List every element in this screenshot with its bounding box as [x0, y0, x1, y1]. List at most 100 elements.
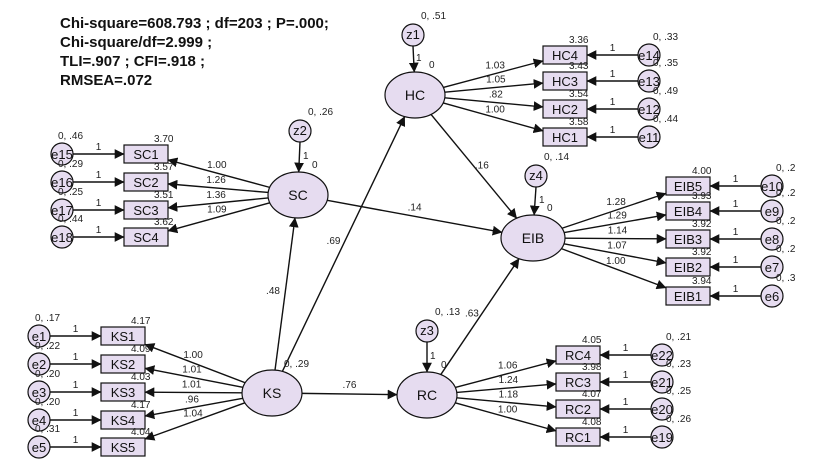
- disturbance-path-label-z1: 1: [416, 53, 422, 64]
- indicator-hc4[interactable]: [542, 45, 588, 65]
- indicator-intercept-ks4: 4.17: [131, 400, 151, 411]
- error-e9[interactable]: [760, 199, 784, 223]
- indicator-label-ks1: KS1: [111, 329, 136, 344]
- error-e7[interactable]: [760, 255, 784, 279]
- indicator-sc1[interactable]: [123, 144, 169, 164]
- indicator-label-hc3: HC3: [552, 74, 578, 89]
- fit-line-chi-square: Chi-square=608.793 ; df=203 ; P=.000;: [60, 15, 329, 32]
- disturbance-path-z4: [529, 186, 540, 216]
- indicator-rc3[interactable]: [555, 372, 601, 392]
- latent-variance-hc: 0: [429, 60, 435, 71]
- indicator-intercept-eib4: 3.93: [692, 191, 712, 202]
- loading-value-eib3: 1.14: [608, 226, 628, 237]
- structural-path-ks-hc: [281, 116, 406, 372]
- indicator-sc4[interactable]: [123, 227, 169, 247]
- loading-value-eib1: 1.00: [606, 256, 626, 267]
- error-variance-e8: 0, .2: [776, 216, 796, 227]
- loading-value-sc3: 1.36: [206, 190, 226, 201]
- error-e2[interactable]: [27, 352, 51, 376]
- indicator-label-rc3: RC3: [565, 375, 591, 390]
- error-e15[interactable]: [50, 142, 74, 166]
- error-e6[interactable]: [760, 284, 784, 308]
- error-e11[interactable]: [637, 125, 661, 149]
- error-e19[interactable]: [650, 425, 674, 449]
- error-variance-e11: 0, .44: [653, 114, 678, 125]
- error-e18[interactable]: [50, 225, 74, 249]
- loading-path-sc4: [167, 202, 270, 234]
- indicator-ks5[interactable]: [100, 437, 146, 457]
- error-e20[interactable]: [650, 397, 674, 421]
- disturbance-z1[interactable]: [401, 23, 425, 47]
- loading-path-hc4: [443, 58, 544, 89]
- error-variance-e1: 0, .17: [35, 313, 60, 324]
- indicator-hc3[interactable]: [542, 71, 588, 91]
- indicator-eib1[interactable]: [665, 286, 711, 306]
- latent-variance-rc: 0: [441, 360, 447, 371]
- latent-label-rc: RC: [417, 387, 437, 403]
- indicator-eib5[interactable]: [665, 176, 711, 196]
- indicator-label-ks2: KS2: [111, 357, 136, 372]
- indicator-label-sc3: SC3: [133, 203, 158, 218]
- loading-path-rc1: [455, 402, 557, 434]
- indicator-eib2[interactable]: [665, 257, 711, 277]
- structural-coef-rc-eib: .63: [465, 309, 479, 320]
- indicator-label-sc2: SC2: [133, 175, 158, 190]
- error-label-e21: e21: [651, 375, 673, 390]
- loading-path-eib4: [563, 211, 667, 234]
- error-variance-e18: 0, .44: [58, 214, 83, 225]
- error-e1[interactable]: [27, 324, 51, 348]
- structural-path-hc-eib: [430, 113, 518, 219]
- latent-ks[interactable]: [241, 369, 303, 417]
- error-e10[interactable]: [760, 174, 784, 198]
- indicator-eib3[interactable]: [665, 229, 711, 249]
- indicator-eib4[interactable]: [665, 201, 711, 221]
- error-e13[interactable]: [637, 69, 661, 93]
- error-e5[interactable]: [27, 435, 51, 459]
- disturbance-path-z2: [294, 141, 305, 173]
- indicator-rc2[interactable]: [555, 399, 601, 419]
- disturbance-path-z1: [408, 45, 419, 73]
- error-e4[interactable]: [27, 408, 51, 432]
- disturbance-z4[interactable]: [524, 164, 548, 188]
- loading-path-hc2: [444, 97, 544, 111]
- loading-value-hc2: .82: [489, 90, 503, 101]
- indicator-intercept-rc2: 4.07: [582, 389, 602, 400]
- indicator-label-rc1: RC1: [565, 430, 591, 445]
- indicator-rc4[interactable]: [555, 345, 601, 365]
- error-e16[interactable]: [50, 170, 74, 194]
- latent-eib[interactable]: [500, 214, 566, 262]
- indicator-hc1[interactable]: [542, 127, 588, 147]
- error-e21[interactable]: [650, 370, 674, 394]
- error-path-label-e21: 1: [623, 370, 629, 381]
- error-e3[interactable]: [27, 380, 51, 404]
- error-e8[interactable]: [760, 227, 784, 251]
- indicator-rc1[interactable]: [555, 427, 601, 447]
- indicator-sc3[interactable]: [123, 200, 169, 220]
- structural-coef-ks-hc: .69: [327, 236, 341, 247]
- latent-sc[interactable]: [267, 171, 329, 219]
- disturbance-z2[interactable]: [288, 119, 312, 143]
- latent-hc[interactable]: [384, 71, 446, 119]
- error-label-e15: e15: [51, 147, 73, 162]
- error-path-label-e5: 1: [73, 435, 79, 446]
- indicator-ks2[interactable]: [100, 354, 146, 374]
- error-variance-e2: 0, .22: [35, 341, 60, 352]
- latent-rc[interactable]: [396, 371, 458, 419]
- indicator-intercept-ks3: 4.03: [131, 372, 151, 383]
- indicator-sc2[interactable]: [123, 172, 169, 192]
- error-e14[interactable]: [637, 43, 661, 67]
- disturbance-variance-z2: 0, .26: [308, 107, 333, 118]
- error-e17[interactable]: [50, 198, 74, 222]
- loading-value-rc2: 1.18: [499, 390, 519, 401]
- structural-path-ks-rc: [301, 389, 398, 400]
- indicator-ks3[interactable]: [100, 382, 146, 402]
- error-path-label-e22: 1: [623, 343, 629, 354]
- indicator-ks4[interactable]: [100, 410, 146, 430]
- indicator-ks1[interactable]: [100, 326, 146, 346]
- disturbance-z3[interactable]: [415, 319, 439, 343]
- error-e22[interactable]: [650, 343, 674, 367]
- error-label-e22: e22: [651, 348, 673, 363]
- error-e12[interactable]: [637, 97, 661, 121]
- indicator-hc2[interactable]: [542, 99, 588, 119]
- error-label-e16: e16: [51, 175, 73, 190]
